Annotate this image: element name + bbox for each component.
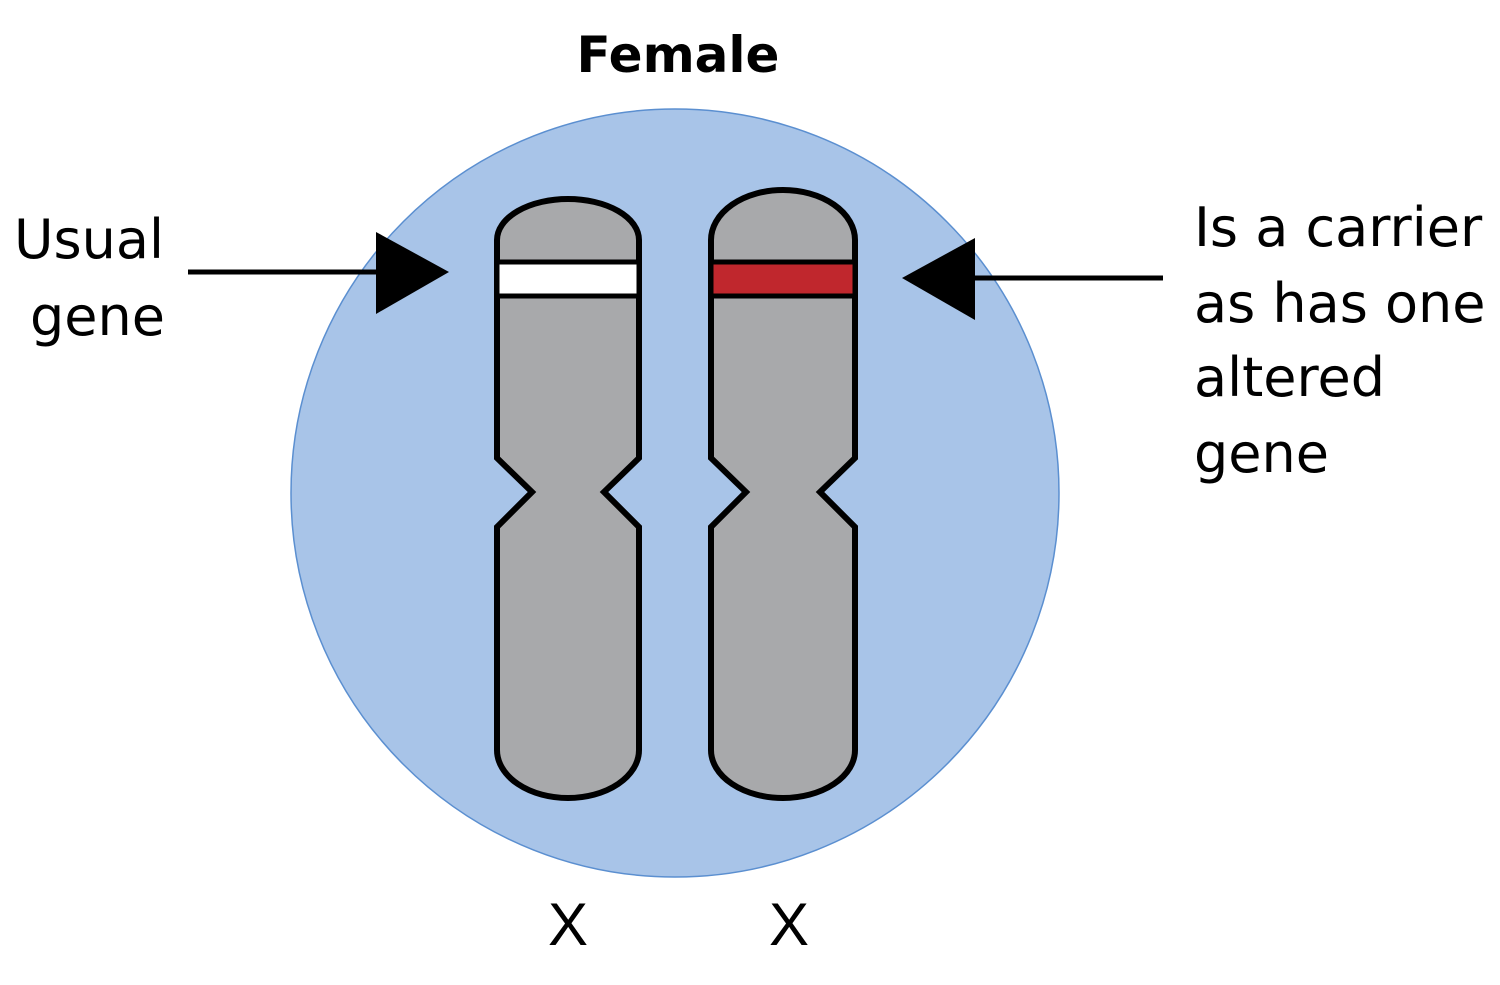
carrier-label-line: Is a carrier — [1194, 196, 1483, 259]
usual-gene-label: Usual gene — [14, 208, 181, 348]
carrier-label-line: altered — [1194, 346, 1385, 409]
carrier-label-line: gene — [1194, 422, 1329, 485]
altered-gene-band — [708, 259, 858, 299]
arrow-head — [902, 238, 975, 320]
chromosome-label-right: X — [769, 891, 809, 958]
usual-gene-band — [494, 259, 642, 299]
carrier-label-line: as has one — [1194, 272, 1486, 335]
chromosome-x-altered — [708, 187, 858, 801]
chromosome-label-left: X — [548, 891, 588, 958]
chromosome-body — [494, 196, 642, 801]
carrier-arrow — [902, 238, 1163, 320]
chromosome-x-usual — [494, 196, 642, 801]
usual-gene-arrow — [188, 232, 449, 314]
diagram-title: Female — [577, 26, 780, 84]
arrow-head — [376, 232, 449, 314]
usual-gene-label-line: Usual — [14, 208, 164, 271]
usual-gene-label-line: gene — [30, 285, 165, 348]
carrier-label: Is a carrier as has one altered gene — [1194, 196, 1500, 485]
cell-circle — [290, 108, 1060, 878]
chromosome-body — [708, 187, 858, 801]
